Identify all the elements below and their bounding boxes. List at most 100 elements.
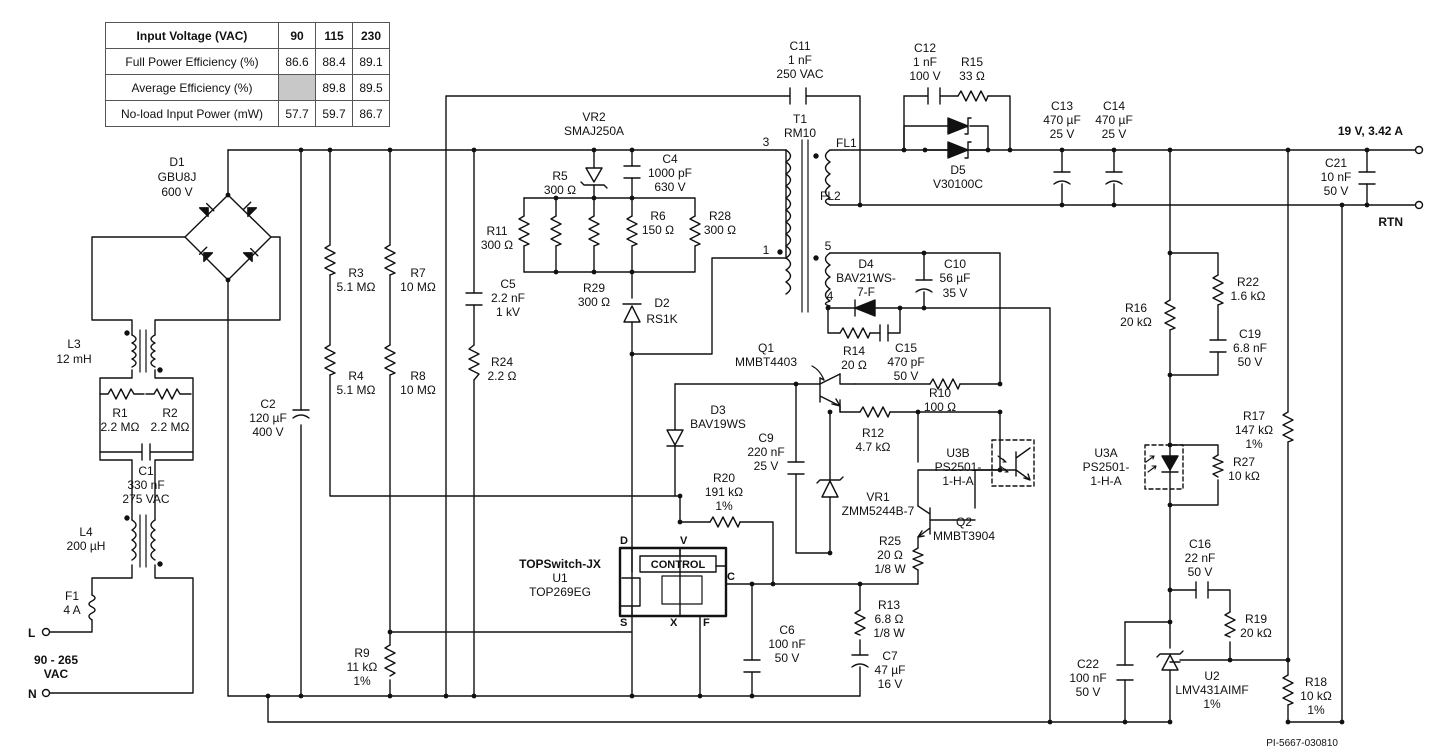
table-cell: 57.7 — [278, 100, 316, 127]
part-ref-r22: R22 — [1237, 275, 1259, 289]
output-rtn-label: RTN — [1378, 215, 1403, 229]
part-value-r16: 20 kΩ — [1120, 315, 1152, 329]
part-ref-d1: D1 — [169, 155, 185, 169]
part-rating-u2: 1% — [1203, 697, 1221, 711]
part-value-r29: 300 Ω — [578, 295, 610, 309]
input-range: 90 - 265 — [34, 653, 78, 667]
part-ref-r1: R1 — [112, 406, 128, 420]
capacitor-c11 — [789, 87, 807, 105]
u1-brand: TOPSwitch-JX — [519, 557, 601, 571]
part-value-c2: 120 µF — [249, 411, 287, 425]
part-ref-c21: C21 — [1325, 156, 1347, 170]
part-ref-l3: L3 — [67, 337, 81, 351]
part-value-r6: 150 Ω — [642, 223, 674, 237]
terminal-rtn — [1414, 200, 1424, 210]
resistor-r20 — [709, 516, 741, 528]
part-value-c13: 470 µF — [1043, 113, 1081, 127]
topswitch-u1 — [618, 546, 728, 618]
part-value-r27: 10 kΩ — [1228, 469, 1260, 483]
part-value-q2: MMBT3904 — [933, 529, 995, 543]
table-cell: No-load Input Power (mW) — [105, 100, 279, 127]
part-value-r17: 147 kΩ — [1235, 423, 1273, 437]
part-rating-c22: 50 V — [1076, 685, 1101, 699]
capacitor-c19 — [1209, 339, 1227, 353]
part-rating-c7: 16 V — [878, 677, 903, 691]
part-ref-r25: R25 — [879, 534, 901, 548]
part-ref-c19: C19 — [1239, 327, 1261, 341]
capacitor-c1 — [99, 443, 194, 461]
input-unit: VAC — [44, 667, 69, 681]
part-rating-d1: 600 V — [161, 185, 192, 199]
part-ref-c6: C6 — [779, 623, 795, 637]
table-cell: 86.7 — [352, 100, 390, 127]
part-ref-r8: R8 — [410, 369, 426, 383]
part-ref-r4: R4 — [348, 369, 364, 383]
part-rating-c5: 1 kV — [496, 305, 520, 319]
pin-1: 1 — [763, 243, 770, 257]
part-ref-c10: C10 — [944, 257, 966, 271]
u1-pin-v: V — [680, 535, 688, 547]
capacitor-c21 — [1358, 171, 1376, 185]
table-cell-empty — [278, 74, 316, 101]
part-rating-r20: 1% — [715, 499, 733, 513]
part-value-d1: GBU8J — [158, 170, 197, 184]
capacitor-c4 — [623, 165, 641, 179]
part-value-vr1: ZMM5244B-7 — [842, 504, 915, 518]
part-ref-r20: R20 — [713, 471, 735, 485]
part-ref-c11: C11 — [789, 39, 810, 53]
part-ref-r2: R2 — [162, 406, 178, 420]
bridge-rectifier-symbol — [184, 194, 272, 281]
part-value-c15: 470 pF — [887, 355, 924, 369]
part-ref-u2: U2 — [1204, 669, 1220, 683]
part-value-vr2: SMAJ250A — [564, 124, 624, 138]
part-value-d3: BAV19WS — [690, 417, 746, 431]
part-ref-u3a: U3A — [1094, 446, 1117, 460]
part-ref-r7: R7 — [410, 266, 426, 280]
part-ref-r14: R14 — [843, 344, 865, 358]
part-rating-c10: 35 V — [943, 286, 968, 300]
capacitor-c12 — [927, 87, 941, 105]
part-rating-r18: 1% — [1307, 703, 1325, 717]
part-ref-r11: R11 — [486, 224, 507, 238]
part-value-r2: 2.2 MΩ — [151, 420, 190, 434]
table-cell: Average Efficiency (%) — [105, 74, 279, 101]
part-ref-t1: T1 — [793, 112, 807, 126]
capacitor-c13 — [1053, 171, 1071, 185]
part-ref-c12: C12 — [914, 41, 936, 55]
part-value-u3b: PS2501- — [935, 460, 982, 474]
part-rating-c12: 100 V — [909, 69, 940, 83]
table-header-cell: 230 — [352, 22, 390, 49]
input-label-l: L — [28, 626, 35, 640]
part-ref-d4: D4 — [858, 257, 874, 271]
part-value-c5: 2.2 nF — [491, 291, 525, 305]
part-ref-q1: Q1 — [758, 341, 774, 355]
part-value-d2: RS1K — [646, 312, 677, 326]
part-ref-c14: C14 — [1103, 99, 1125, 113]
resistor-r13 — [854, 609, 866, 636]
part-ref-u3b: U3B — [946, 446, 969, 460]
part-ref-c7: C7 — [882, 649, 898, 663]
optocoupler-u3a-box — [1144, 444, 1184, 490]
part-value-c19: 6.8 nF — [1233, 341, 1267, 355]
part-ref-r9: R9 — [354, 646, 370, 660]
part-ref-c16: C16 — [1189, 537, 1211, 551]
pin-3: 3 — [763, 135, 770, 149]
part-value-c1: 330 nF — [127, 478, 164, 492]
part-value-u2: LMV431AIMF — [1175, 683, 1248, 697]
resistor-r17 — [1282, 411, 1294, 443]
table-header-cell: Input Voltage (VAC) — [105, 22, 279, 49]
part-value-d5: V30100C — [933, 177, 983, 191]
part-value-c21: 10 nF — [1321, 170, 1352, 184]
table-cell: 59.7 — [315, 100, 353, 127]
table-cell: 89.8 — [315, 74, 353, 101]
capacitor-c6 — [743, 659, 761, 673]
part-ref-r18: R18 — [1305, 675, 1327, 689]
terminal-n — [41, 688, 51, 698]
pin-fl2: FL2 — [820, 189, 841, 203]
part-value-r20: 191 kΩ — [705, 485, 743, 499]
part-value-r25: 20 Ω — [877, 548, 903, 562]
u1-pin-c: C — [727, 571, 735, 583]
resistor-r10 — [929, 378, 961, 390]
part-rating-c15: 50 V — [894, 369, 919, 383]
part-rating-c19: 50 V — [1238, 355, 1263, 369]
